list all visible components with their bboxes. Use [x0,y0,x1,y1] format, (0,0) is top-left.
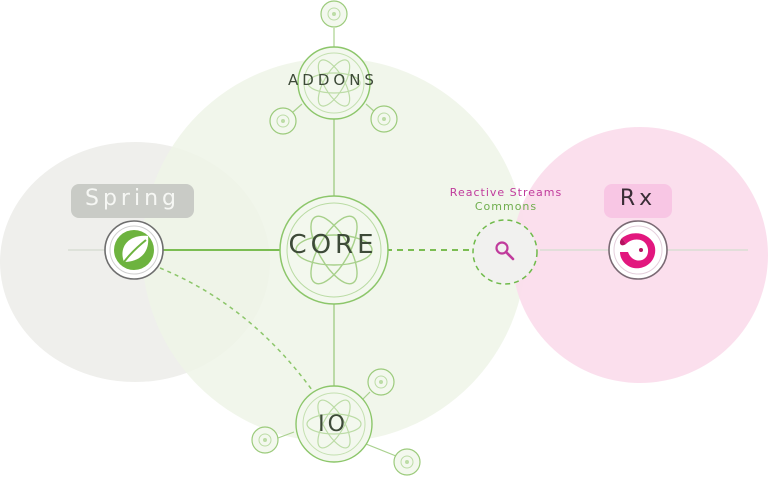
rsc-node[interactable] [472,219,538,285]
io-subnode-left[interactable] [251,426,279,454]
rsc-label: Reactive Streams Commons [422,186,590,214]
addons-label: ADDONS [288,71,378,89]
core-node[interactable] [279,195,389,305]
io-atom-icon [306,399,362,449]
rx-badge [604,184,672,218]
spring-badge [71,184,194,218]
io-subnode-top-right[interactable] [367,368,395,396]
spring-leaf-icon [114,230,154,270]
addons-subnode-top[interactable] [320,0,348,28]
reactivex-logo-icon [619,233,656,269]
addons-subnode-left[interactable] [269,107,297,135]
core-atom-icon [295,215,373,285]
magnifier-icon [495,241,515,261]
io-label: IO [318,412,348,437]
rsc-label-line2: Commons [474,200,538,213]
io-br-link [365,443,397,457]
addons-left-link [292,103,303,113]
addons-subnode-right[interactable] [370,105,398,133]
io-tr-link [361,391,371,401]
rsc-label-line1: Reactive Streams [449,186,563,199]
io-node[interactable] [295,385,373,463]
addons-atom-icon [307,59,361,107]
spring-label: Spring [85,186,180,211]
io-subnode-bottom-right[interactable] [393,448,421,476]
addons-node[interactable] [297,46,371,120]
spring-node[interactable] [104,220,164,280]
io-left-link [277,431,295,439]
rx-node[interactable] [608,220,668,280]
spring-io-connector [159,267,313,391]
core-label: CORE [288,230,378,260]
rx-label: Rx [619,186,657,211]
